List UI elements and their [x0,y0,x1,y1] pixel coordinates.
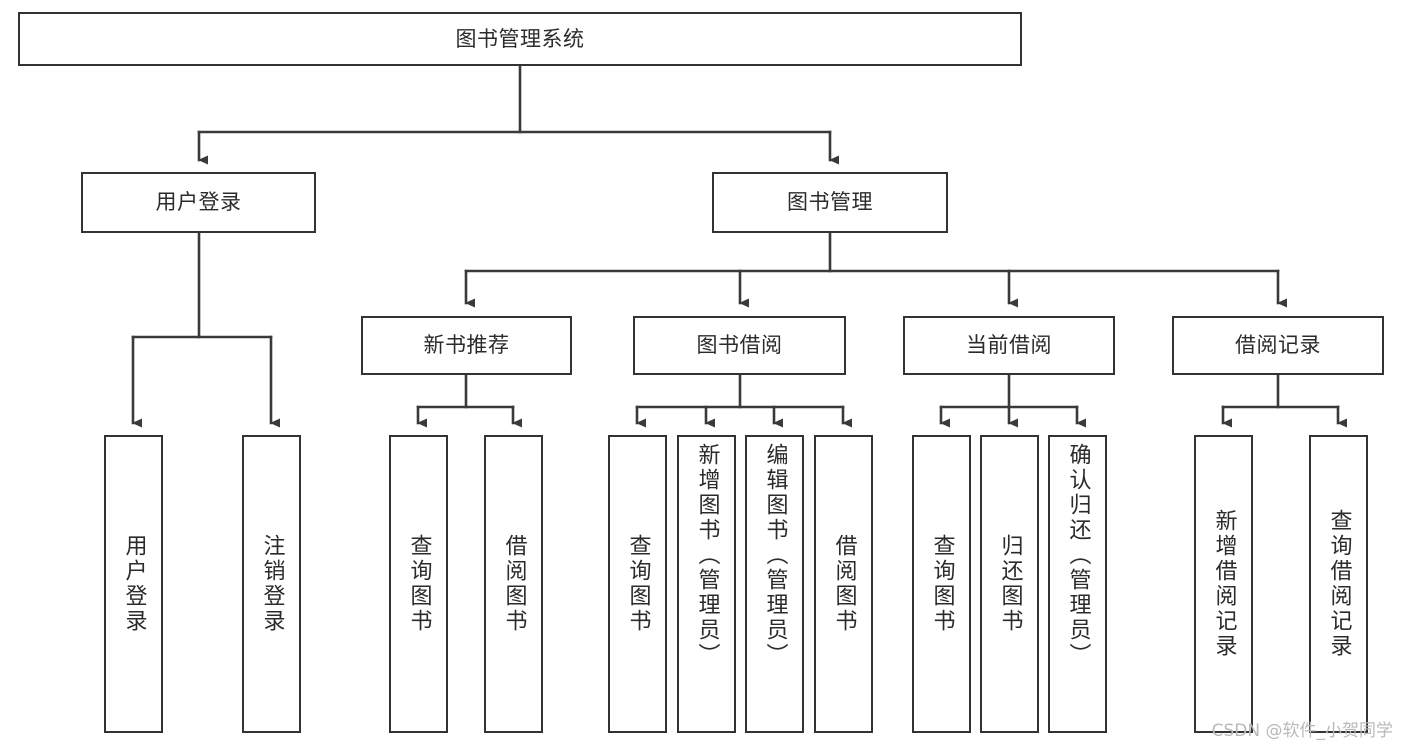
node-leaf-query-book-1-label: 查询图书 [406,534,432,634]
node-leaf-return-book-label: 归还图书 [997,534,1023,634]
node-leaf-query-book-3-label: 查询图书 [929,534,955,634]
node-user-login[interactable]: 用户登录 [81,172,316,233]
node-leaf-query-book-2-label: 查询图书 [625,534,651,634]
node-leaf-confirm-return-label: 确认归还（管理员） [1065,443,1091,668]
node-root-label: 图书管理系统 [455,26,585,51]
node-borrow-record[interactable]: 借阅记录 [1172,316,1384,375]
node-leaf-user-login[interactable]: 用户登录 [104,435,163,733]
node-leaf-add-book[interactable]: 新增图书（管理员） [677,435,736,733]
node-borrow-record-label: 借阅记录 [1235,333,1321,358]
node-leaf-add-record-label: 新增借阅记录 [1211,509,1237,659]
node-new-book-recommend[interactable]: 新书推荐 [361,316,572,375]
node-leaf-add-record[interactable]: 新增借阅记录 [1194,435,1253,733]
node-leaf-add-book-label: 新增图书（管理员） [694,443,720,668]
node-book-management[interactable]: 图书管理 [712,172,948,233]
node-leaf-user-logout-label: 注销登录 [259,534,285,634]
node-leaf-borrow-book-2-label: 借阅图书 [831,534,857,634]
node-leaf-borrow-book-1-label: 借阅图书 [501,534,527,634]
node-leaf-borrow-book-1[interactable]: 借阅图书 [484,435,543,733]
node-leaf-query-book-1[interactable]: 查询图书 [389,435,448,733]
node-leaf-query-record-label: 查询借阅记录 [1326,509,1352,659]
node-leaf-user-logout[interactable]: 注销登录 [242,435,301,733]
node-leaf-query-book-3[interactable]: 查询图书 [912,435,971,733]
node-leaf-return-book[interactable]: 归还图书 [980,435,1039,733]
node-book-borrow-label: 图书借阅 [696,333,783,358]
node-leaf-confirm-return[interactable]: 确认归还（管理员） [1048,435,1107,733]
node-current-borrow-label: 当前借阅 [966,333,1052,358]
node-leaf-edit-book-label: 编辑图书（管理员） [762,443,788,668]
node-book-borrow[interactable]: 图书借阅 [633,316,846,375]
node-leaf-user-login-label: 用户登录 [121,534,147,634]
node-leaf-query-record[interactable]: 查询借阅记录 [1309,435,1368,733]
node-leaf-borrow-book-2[interactable]: 借阅图书 [814,435,873,733]
node-user-login-label: 用户登录 [155,190,242,215]
node-book-management-label: 图书管理 [787,190,873,215]
node-new-book-recommend-label: 新书推荐 [423,333,510,358]
node-leaf-query-book-2[interactable]: 查询图书 [608,435,667,733]
node-leaf-edit-book[interactable]: 编辑图书（管理员） [745,435,804,733]
watermark-text: CSDN @软件_小贺同学 [1211,721,1393,741]
node-root[interactable]: 图书管理系统 [18,12,1022,66]
node-current-borrow[interactable]: 当前借阅 [903,316,1115,375]
